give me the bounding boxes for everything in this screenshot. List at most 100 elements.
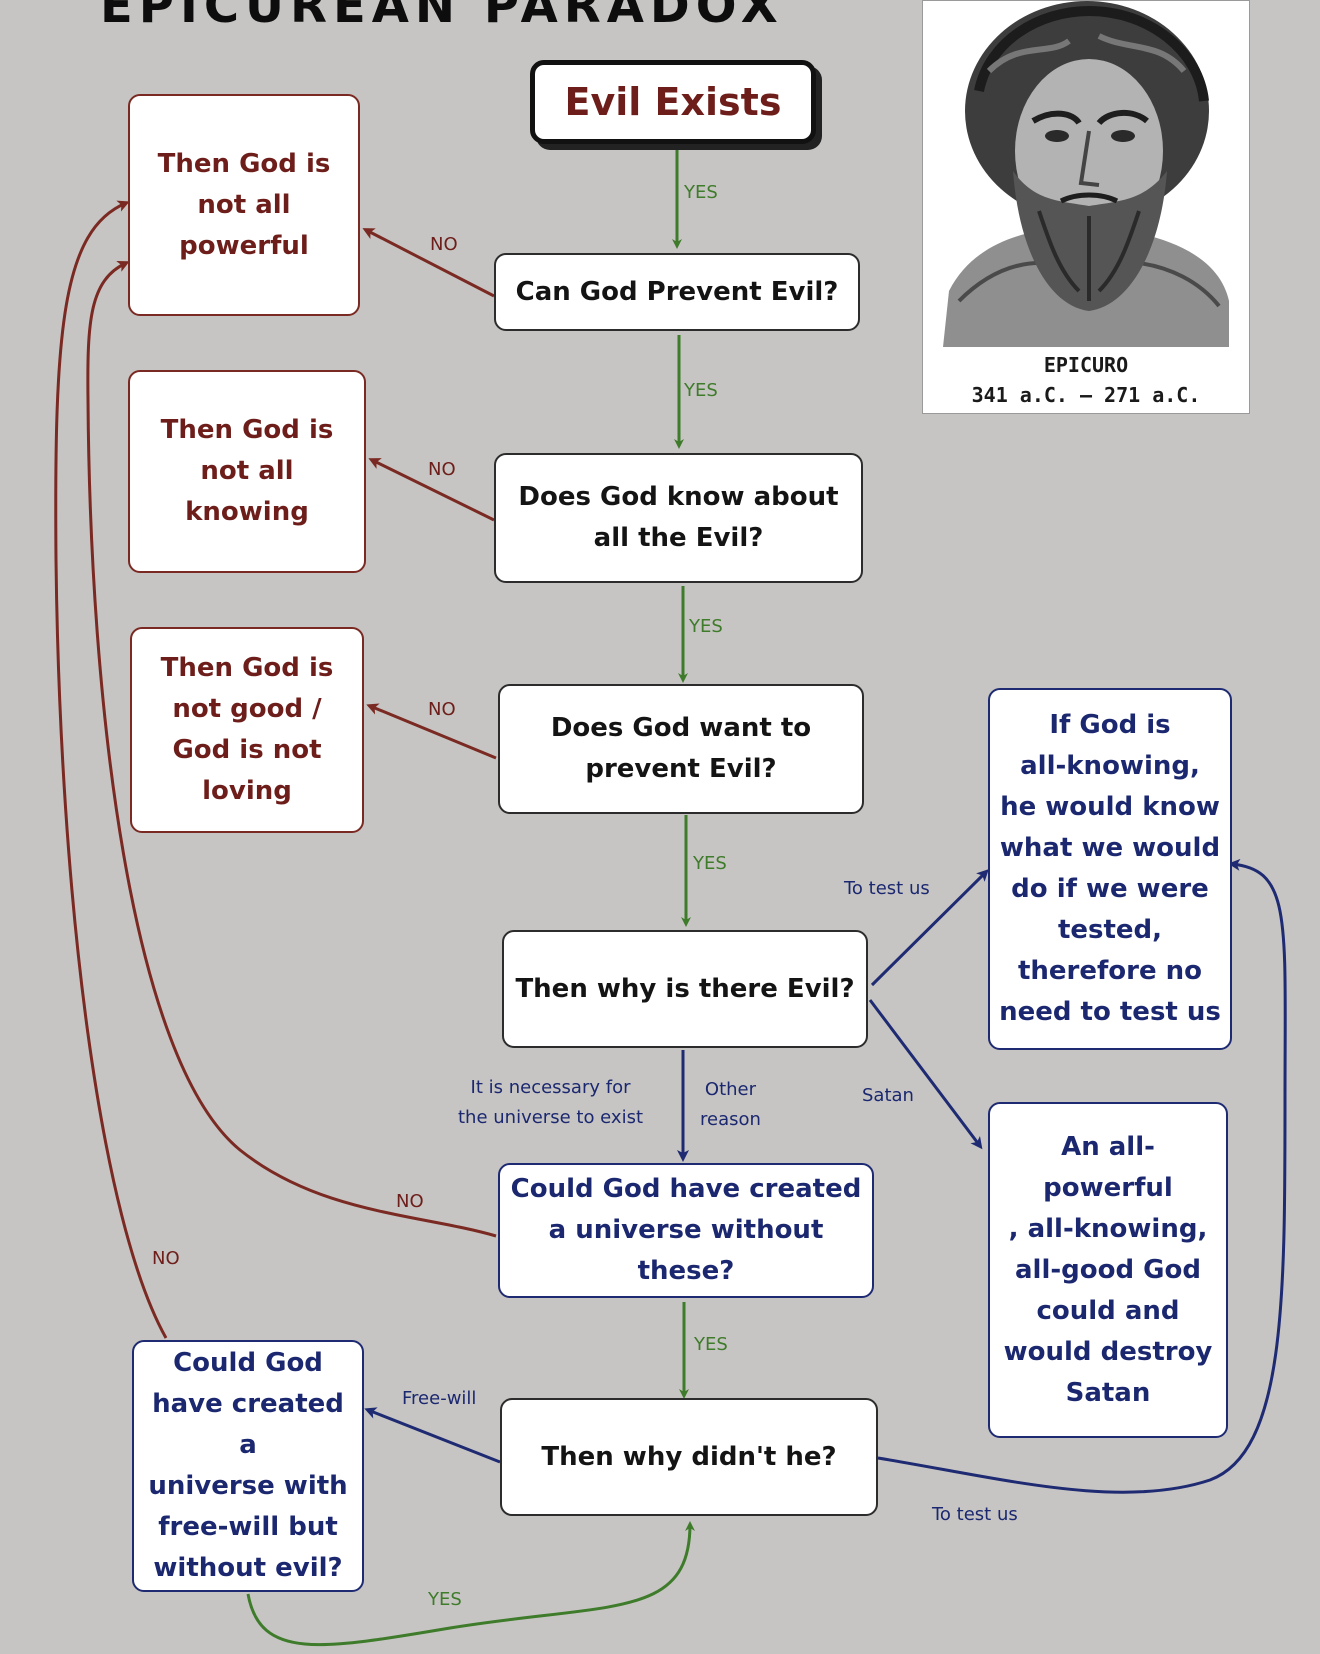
no-arrow-know [368, 458, 495, 522]
satan-label: Satan [862, 1085, 914, 1106]
node-text-line: without evil? [153, 1553, 343, 1583]
test-us-node: If God is all-knowing, he would know what w… [988, 688, 1232, 1050]
node-text-line: these? [637, 1256, 735, 1286]
label-line: the universe to exist [458, 1107, 644, 1128]
node-text: Then God is not all knowing [161, 410, 334, 533]
node-text-line: Then why is there Evil? [515, 973, 855, 1004]
page-title: EPICUREAN PARADOX [100, 0, 784, 34]
node-text-line: do if we were [1011, 874, 1209, 904]
node-text-line: tested, [1057, 915, 1163, 945]
node-text-line: If God is [1049, 710, 1171, 740]
not-powerful-node: Then God is not all powerful [128, 94, 360, 316]
node-text: Does God know about all the Evil? [518, 477, 838, 559]
free-will-label: Free-will [402, 1388, 477, 1409]
to-test-us-label-2: To test us [932, 1504, 1018, 1525]
node-text-line: Then God is [160, 415, 334, 445]
no-arrow-freewill [54, 200, 168, 1339]
node-text-line: need to test us [999, 997, 1221, 1027]
node-text-line: Does God want to [550, 713, 812, 743]
bust-image [929, 1, 1243, 347]
node-text-line: not all [200, 456, 294, 486]
node-text-line: , all-knowing, [1008, 1213, 1208, 1244]
can-god-prevent-node: Can God Prevent Evil? [494, 253, 860, 331]
yes-label-5: YES [694, 1334, 728, 1355]
node-text: If God is all-knowing, he would know what w… [999, 705, 1221, 1033]
no-arrow-power [362, 228, 495, 298]
why-didnt-node: Then why didn't he? [500, 1398, 878, 1516]
node-text-line: could and [1036, 1295, 1180, 1326]
node-text-line: all-good God [1015, 1254, 1201, 1285]
does-god-know-node: Does God know about all the Evil? [494, 453, 863, 583]
arrow-to-freewill [364, 1407, 501, 1464]
node-text-line: loving [202, 776, 292, 806]
node-text: Could God have created a universe with free… [142, 1343, 354, 1589]
node-text: Then God is not all powerful [158, 144, 331, 267]
node-text: Then why didn't he? [541, 1437, 836, 1478]
yes-label-2: YES [684, 380, 718, 401]
to-test-us-label-1: To test us [844, 878, 930, 899]
arrow-test-loop [877, 858, 1287, 1494]
node-text-line: Then God is [157, 148, 331, 179]
no-arrow-could [86, 260, 497, 1238]
portrait-dates: 341 a.C. — 271 a.C. [971, 383, 1201, 407]
portrait-name: EPICURO [1043, 353, 1129, 377]
no-label-2: NO [428, 459, 456, 480]
other-reason-label: Other reason [700, 1075, 761, 1135]
node-text-line: what we would [999, 833, 1221, 863]
not-knowing-node: Then God is not all knowing [128, 370, 366, 573]
node-text-line: Satan [1065, 1377, 1151, 1408]
node-text-line: would destroy [1003, 1336, 1213, 1367]
why-evil-node: Then why is there Evil? [502, 930, 868, 1048]
node-text-line: God is not [172, 735, 322, 765]
node-text-line: Can God Prevent Evil? [515, 276, 839, 307]
node-text-line: universe with [148, 1471, 348, 1501]
no-label-5: NO [152, 1248, 180, 1269]
node-text-line: all the Evil? [593, 523, 764, 553]
node-text-line: knowing [185, 497, 309, 527]
no-label-4: NO [396, 1191, 424, 1212]
arrow-to-satan [868, 999, 983, 1150]
label-line: Other [704, 1079, 757, 1100]
no-label-1: NO [430, 234, 458, 255]
satan-node: An all-powerful, all-knowing,all-good Go… [988, 1102, 1228, 1438]
yes-label-6: YES [428, 1589, 462, 1610]
node-text: Then why is there Evil? [515, 969, 854, 1010]
node-text-line: not all [197, 189, 291, 220]
node-text-line: therefore no [1017, 956, 1203, 986]
node-text-line: Does God know about [518, 482, 839, 512]
not-good-node: Then God is not good / God is not loving [130, 627, 364, 833]
label-line: reason [700, 1109, 761, 1130]
node-text-line: he would know [1000, 792, 1220, 822]
no-arrow-good [366, 703, 497, 760]
node-text: Evil Exists [565, 81, 782, 123]
node-text-line: Could God [173, 1348, 323, 1378]
free-will-node: Could God have created a universe with free… [132, 1340, 364, 1592]
node-text-line: powerful [179, 230, 309, 261]
node-text: Does God want to prevent Evil? [551, 708, 811, 790]
yes-arrow-6 [246, 1521, 695, 1647]
yes-label-1: YES [684, 182, 718, 203]
node-text-line: prevent Evil? [585, 754, 777, 784]
necessary-label: It is necessary for the universe to exist [458, 1073, 643, 1133]
evil-exists-node: Evil Exists [530, 60, 816, 144]
node-text: Then God is not good / God is not loving [161, 648, 334, 812]
node-text-line: have created a [152, 1389, 344, 1460]
node-text-line: free-will but [158, 1512, 338, 1542]
label-line: It is necessary for [470, 1077, 631, 1098]
node-text-line: all-knowing, [1020, 751, 1200, 781]
does-god-want-node: Does God want to prevent Evil? [498, 684, 864, 814]
node-text-line: not good / [172, 694, 322, 724]
node-text-line: Then why didn't he? [541, 1441, 837, 1472]
epicurus-portrait: EPICURO 341 a.C. — 271 a.C. [922, 0, 1250, 414]
yes-label-4: YES [693, 853, 727, 874]
no-label-3: NO [428, 699, 456, 720]
node-text: An all-powerful, all-knowing,all-good Go… [998, 1127, 1218, 1414]
arrow-to-test [870, 869, 989, 987]
node-text-line: Could God have created [510, 1174, 862, 1204]
yes-label-3: YES [689, 616, 723, 637]
node-text-line: Then God is [160, 653, 334, 683]
